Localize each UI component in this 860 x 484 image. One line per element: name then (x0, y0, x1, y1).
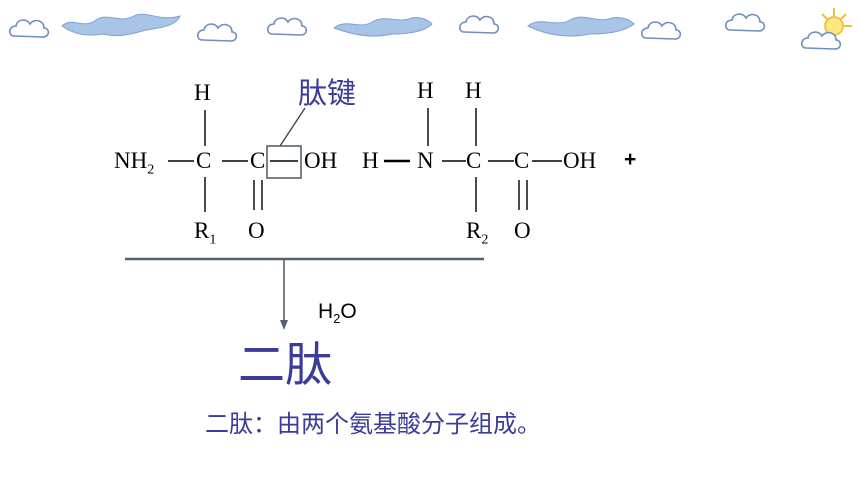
atom-o-2: O (514, 218, 531, 243)
peptide-bond-label: 肽键 (298, 76, 357, 110)
plus-sign: + (624, 148, 637, 171)
atom-nh: NH (114, 148, 148, 173)
atom-c-alpha: C (196, 148, 212, 173)
wave-cloud-icon (61, 13, 181, 37)
subscript: 1 (209, 232, 217, 248)
subscript: 2 (481, 232, 489, 248)
product-title: 二肽 (238, 338, 332, 393)
cloud-border (8, 8, 852, 50)
cloud-icon (196, 23, 238, 42)
atom-r: R (466, 218, 482, 243)
atom-h-top-c: H (465, 78, 482, 103)
cloud-icon (266, 17, 308, 36)
arrow-head-icon (280, 320, 288, 330)
atom-c-carbonyl: C (250, 148, 266, 173)
definition-text: 二肽：由两个氨基酸分子组成。 (205, 410, 541, 438)
atom-o: O (248, 218, 265, 243)
cloud-icon (8, 19, 50, 38)
sun-cloud-icon (800, 8, 852, 50)
wave-cloud-icon (527, 16, 635, 37)
pointer-line (279, 107, 306, 147)
cloud-icon (640, 21, 682, 40)
peptide-bond-box (266, 145, 302, 179)
atom-h-left: H (362, 148, 379, 173)
atom-r: R (194, 218, 210, 243)
wave-cloud-icon (333, 17, 433, 37)
side-chain-r2: R2 (466, 218, 488, 249)
subscript: 2 (333, 311, 341, 327)
atom-o: O (340, 300, 357, 323)
atom-h: H (318, 300, 334, 323)
atom-n: N (417, 148, 434, 173)
group-oh-2: OH (563, 148, 597, 173)
amino-group: NH2 (114, 148, 154, 179)
atom-h: H (194, 80, 211, 105)
atom-h-top-n: H (417, 78, 434, 103)
subscript: 2 (147, 162, 155, 178)
cloud-icon (458, 15, 500, 34)
water-formula: H2O (318, 300, 357, 326)
atom-c-alpha-2: C (466, 148, 482, 173)
atom-c-carbonyl-2: C (514, 148, 530, 173)
side-chain-r1: R1 (194, 218, 216, 249)
group-oh: OH (304, 148, 338, 173)
cloud-icon (724, 13, 766, 32)
